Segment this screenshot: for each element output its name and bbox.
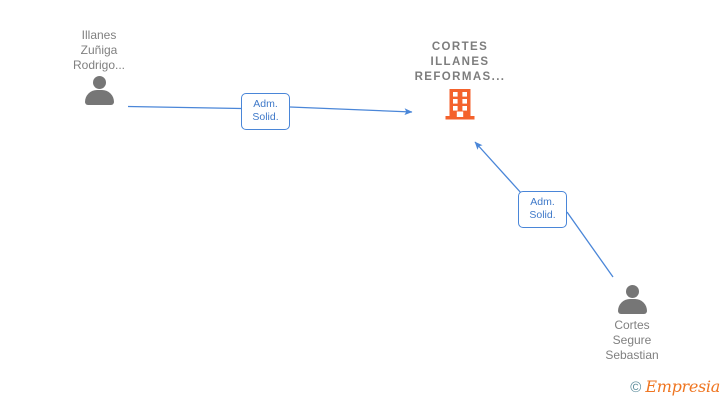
- person-head-shape: [92, 76, 106, 89]
- node-person-left[interactable]: Illanes Zuñiga Rodrigo...: [24, 28, 174, 109]
- person-head-shape: [625, 285, 639, 298]
- edge-2-segment-lower: [566, 211, 614, 278]
- edge-1-segment-left: [127, 105, 242, 110]
- edge-2-segment-upper: [474, 141, 523, 195]
- node-person-left-label: Illanes Zuñiga Rodrigo...: [72, 28, 126, 72]
- brand-name: Empresia: [645, 377, 720, 396]
- copyright-icon: ©: [630, 378, 642, 396]
- edge-1-segment-right: [289, 106, 413, 116]
- watermark: © Empresia: [630, 379, 720, 395]
- node-company-label: CORTES ILLANES REFORMAS...: [414, 41, 506, 83]
- node-person-right-label: Cortes Segure Sebastian: [605, 318, 659, 362]
- node-company-center[interactable]: CORTES ILLANES REFORMAS...: [385, 40, 535, 121]
- edge-label-adm-solid-1[interactable]: Adm. Solid.: [241, 93, 290, 130]
- edge-label-adm-solid-2[interactable]: Adm. Solid.: [518, 191, 567, 228]
- building-icon[interactable]: [443, 87, 477, 121]
- person-icon[interactable]: [616, 285, 648, 315]
- node-person-right[interactable]: Cortes Segure Sebastian: [557, 282, 707, 363]
- person-body-shape: [617, 299, 647, 314]
- person-icon[interactable]: [83, 76, 115, 106]
- person-body-shape: [84, 90, 114, 105]
